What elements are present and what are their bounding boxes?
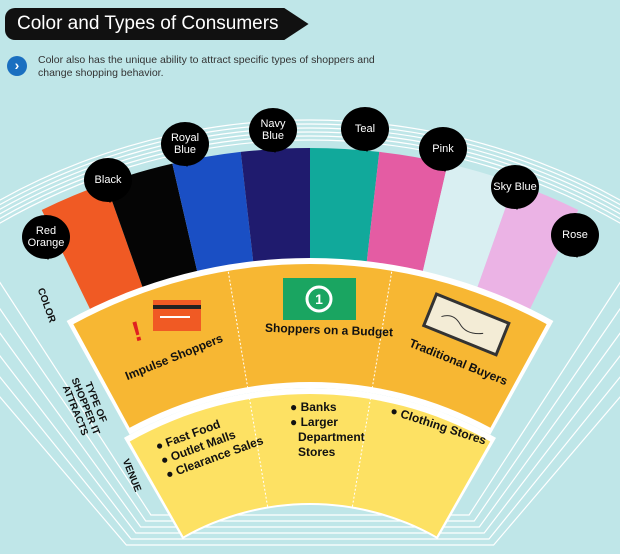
fan-outline: [0, 123, 620, 540]
color-label-bubble: Sky Blue: [491, 165, 539, 210]
color-label-bubble: Pink: [419, 127, 467, 172]
check-icon: [421, 292, 511, 357]
dollar-bill-circle: [305, 285, 333, 313]
intro-text: Color also has the unique ability to att…: [38, 54, 375, 79]
color-wedge-sky-blue: [420, 163, 515, 299]
color-wedge-black: [105, 163, 200, 299]
color-wedge-teal: [310, 148, 380, 274]
color-label-bubble: Teal: [341, 107, 389, 152]
color-label-bubble: Black: [84, 158, 132, 203]
venue-item: ● Banks: [290, 400, 337, 414]
venue-item: ● Larger Department Stores: [290, 415, 365, 459]
color-label-bubble: Red Orange: [22, 215, 70, 260]
color-wedge-navy-blue: [240, 148, 310, 274]
credit-card-icon: [153, 300, 201, 331]
dollar-bill-icon: [283, 278, 356, 320]
color-label-bubble: Royal Blue: [161, 122, 209, 167]
venue-list: ● Banks● Larger Department Stores: [290, 400, 365, 460]
color-wedge-royal-blue: [172, 151, 255, 283]
fan-outline: [0, 139, 620, 516]
venue-band: [129, 394, 491, 537]
chevron-right-icon: ›: [7, 56, 27, 76]
credit-card-line: [160, 316, 190, 318]
credit-card-stripe: [153, 305, 201, 309]
color-wedge-red-orange: [41, 183, 147, 320]
color-wedge-rose: [473, 183, 579, 320]
section-title: Color and Types of Consumers: [5, 8, 309, 40]
color-label-bubble: Navy Blue: [249, 108, 297, 153]
dollar-bill-numeral: 1: [315, 291, 323, 307]
color-label-bubble: Rose: [551, 213, 599, 258]
fan-outline: [0, 135, 620, 522]
color-wedge-pink: [365, 151, 448, 283]
